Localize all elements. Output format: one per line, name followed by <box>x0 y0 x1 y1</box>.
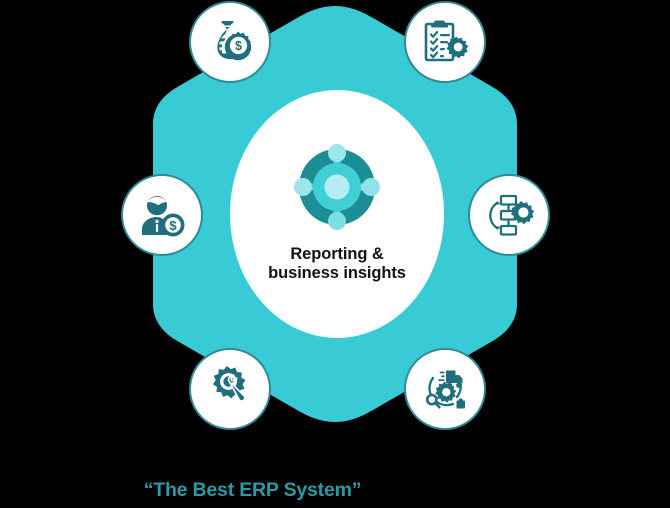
employee-dollar-icon: $ <box>142 196 185 237</box>
node-process-automation[interactable] <box>468 174 550 256</box>
node-maintenance[interactable] <box>189 348 271 430</box>
node-project-management[interactable] <box>404 1 486 83</box>
svg-text:$: $ <box>235 39 242 53</box>
workflow-gear-icon <box>489 194 534 236</box>
hub-network-icon <box>288 138 386 236</box>
center-caption-line-1: Reporting & <box>290 245 384 263</box>
tagline: “The Best ERP System” <box>143 479 362 501</box>
node-human-resources[interactable]: $ <box>121 174 203 256</box>
svg-text:$: $ <box>169 218 177 233</box>
page-title: Reporting & business insights <box>247 245 427 283</box>
money-bag-gear-icon: $ <box>217 21 252 61</box>
supply-chain-truck-icon <box>425 370 465 409</box>
center-caption-line-2: business insights <box>268 264 406 282</box>
node-supply-chain[interactable] <box>404 348 486 430</box>
clipboard-checklist-gear-icon <box>424 20 469 62</box>
node-finance-management[interactable]: $ <box>189 1 271 83</box>
gear-wrench-icon <box>212 366 246 402</box>
